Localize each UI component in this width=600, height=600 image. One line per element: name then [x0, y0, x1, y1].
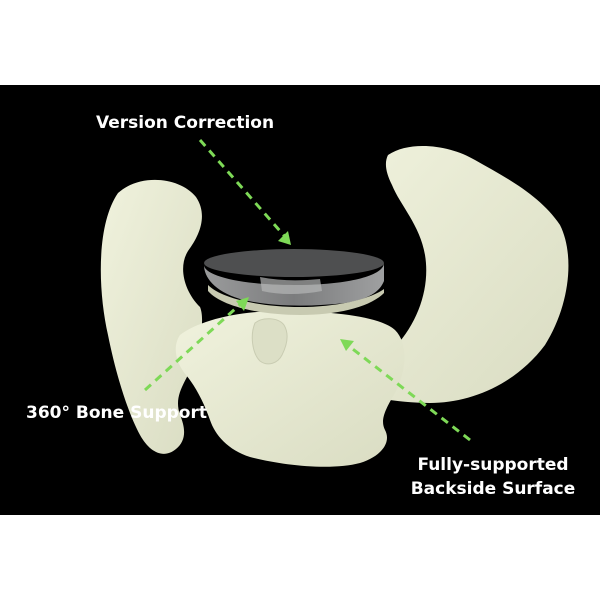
- implant-body: [204, 263, 384, 306]
- figure-panel: Version Correction 360° Bone Support Ful…: [0, 85, 600, 515]
- version-correction-label: Version Correction: [96, 113, 275, 133]
- backside-label-line1: Fully-supported: [417, 455, 569, 475]
- implant-baseplate: [208, 285, 384, 315]
- backside-arrowhead: [340, 339, 354, 351]
- glenoid-illustration: [100, 139, 569, 467]
- implant-top: [204, 249, 384, 277]
- implant-band: [260, 277, 322, 294]
- bone-support-arrowhead: [236, 297, 249, 311]
- scapula-bone: [340, 145, 569, 403]
- glenoid-body: [175, 310, 405, 467]
- coracoid-bone: [100, 179, 203, 454]
- bone-keel: [251, 318, 288, 365]
- bone-support-label: 360° Bone Support: [26, 403, 207, 423]
- version-arrowhead: [278, 231, 291, 245]
- arrows: [143, 139, 471, 442]
- backside-surface-label: Fully-supported Backside Surface: [400, 453, 586, 501]
- bone-support-arrow-line: [143, 298, 247, 392]
- version-arrow-line: [198, 139, 290, 241]
- backside-arrow-line: [344, 341, 471, 442]
- backside-label-line2: Backside Surface: [410, 479, 576, 499]
